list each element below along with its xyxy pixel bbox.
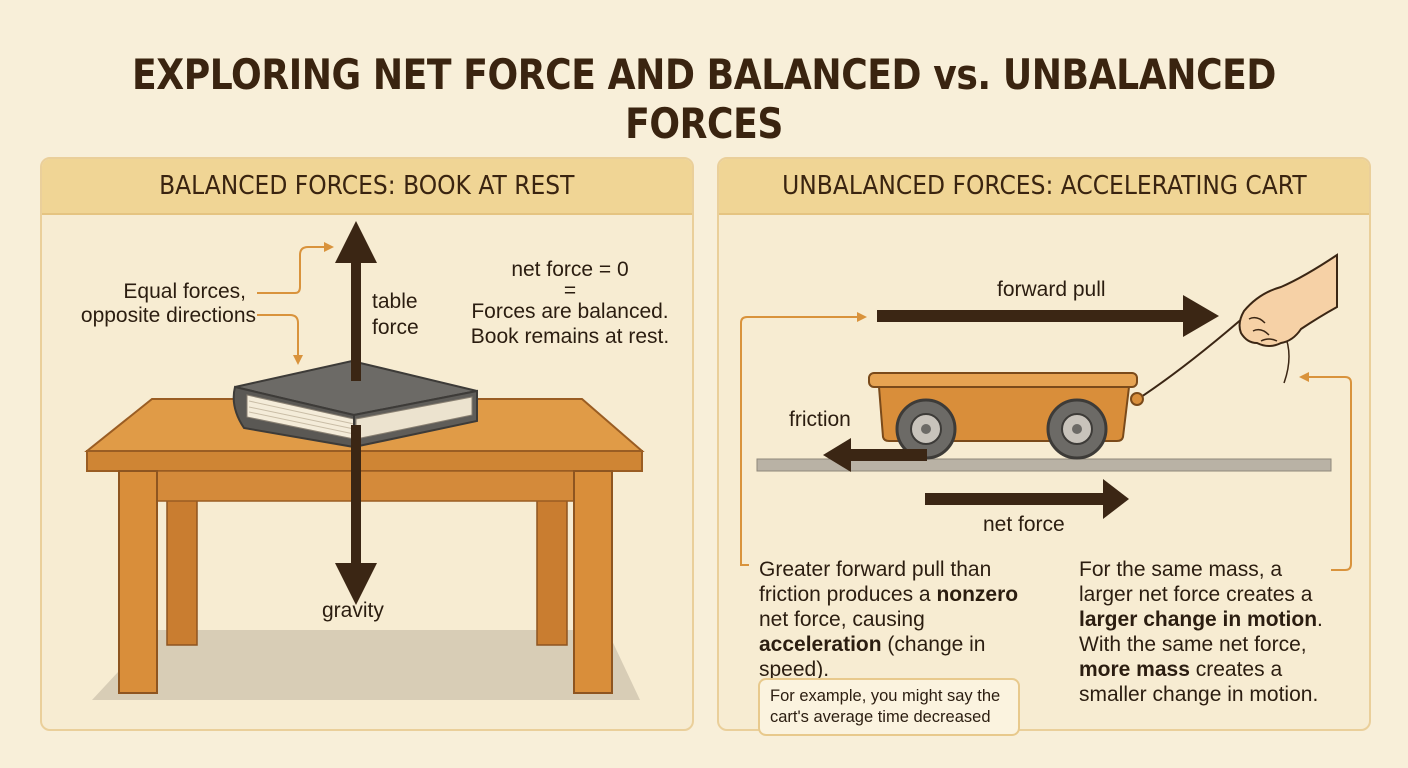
equation-line3: Forces are balanced. xyxy=(471,300,669,323)
rope xyxy=(1140,310,1252,398)
ground-line xyxy=(756,458,1332,472)
table-front-leg-right xyxy=(573,470,613,694)
gravity-label: gravity xyxy=(322,599,384,622)
balanced-panel-body: Equal forces, opposite directions table … xyxy=(42,215,692,729)
net-force-label: net force xyxy=(983,513,1065,536)
table-back-leg-left xyxy=(166,484,198,646)
bracket-right xyxy=(1309,376,1352,571)
friction-arrow-head xyxy=(823,438,851,472)
book-table-illustration xyxy=(84,221,645,700)
unbalanced-panel-header: UNBALANCED FORCES: ACCELERATING CART xyxy=(719,159,1369,215)
forward-pull-arrow-head xyxy=(1183,295,1219,337)
nonzero-emphasis: nonzero xyxy=(936,583,1019,606)
gravity-arrow-shaft xyxy=(351,425,361,569)
unbalanced-forces-panel: UNBALANCED FORCES: ACCELERATING CART xyxy=(717,157,1371,731)
equation-line1: net force = 0 xyxy=(511,258,629,281)
table-force-label-line2: force xyxy=(372,316,419,339)
bracket-left-arrow xyxy=(857,312,867,322)
forward-pull-label: forward pull xyxy=(997,278,1106,301)
mass-paragraph: For the same mass, a larger net force cr… xyxy=(1079,558,1323,706)
equation-line4: Book remains at rest. xyxy=(470,325,670,348)
hand-icon xyxy=(1238,253,1338,347)
balanced-panel-title: BALANCED FORCES: BOOK AT REST xyxy=(159,171,575,201)
balanced-forces-panel: BALANCED FORCES: BOOK AT REST xyxy=(40,157,694,731)
balanced-note-line2: opposite directions xyxy=(80,304,256,327)
equation-line2: = xyxy=(563,279,577,302)
unbalanced-panel-title: UNBALANCED FORCES: ACCELERATING CART xyxy=(781,171,1307,201)
larger-change-emphasis: larger change in motion xyxy=(1079,608,1318,631)
table-force-label-line1: table xyxy=(372,290,418,313)
cart-illustration xyxy=(740,253,1352,693)
cart-handle-loop xyxy=(1130,392,1144,406)
main-title: EXPLORING NET FORCE AND BALANCED vs. UNB… xyxy=(132,50,1276,148)
friction-label: friction xyxy=(789,408,851,431)
callout-curve-down xyxy=(257,314,299,355)
balanced-panel-header: BALANCED FORCES: BOOK AT REST xyxy=(42,159,692,215)
callout-curve-up xyxy=(257,246,324,294)
table-back-leg-right xyxy=(536,484,568,646)
example-callout: For example, you might say the cart's av… xyxy=(758,678,1020,736)
gravity-arrow-head xyxy=(335,563,377,605)
table-force-arrow-head xyxy=(335,221,377,263)
friction-arrow-shaft xyxy=(845,449,927,461)
forward-pull-arrow-shaft xyxy=(877,310,1189,322)
table-apron xyxy=(146,470,588,502)
table-top-edge xyxy=(86,450,643,472)
callout-arrow-right xyxy=(324,242,334,252)
net-force-arrow-head xyxy=(1103,479,1129,519)
balanced-note-line1: Equal forces, xyxy=(123,280,246,303)
cart-top-rim xyxy=(868,372,1138,388)
acceleration-paragraph: Greater forward pull than friction produ… xyxy=(759,558,1019,681)
net-force-arrow-shaft xyxy=(925,493,1111,505)
callout-arrow-down xyxy=(293,355,303,365)
table-front-leg-left xyxy=(118,470,158,694)
bracket-right-arrow xyxy=(1299,372,1309,382)
bracket-left xyxy=(740,316,857,566)
unbalanced-panel-body: forward pull friction net force Greater … xyxy=(719,215,1369,729)
acceleration-emphasis: acceleration xyxy=(759,633,882,656)
floor-shadow xyxy=(92,630,640,700)
more-mass-emphasis: more mass xyxy=(1079,658,1190,681)
table-force-arrow-shaft xyxy=(351,255,361,381)
